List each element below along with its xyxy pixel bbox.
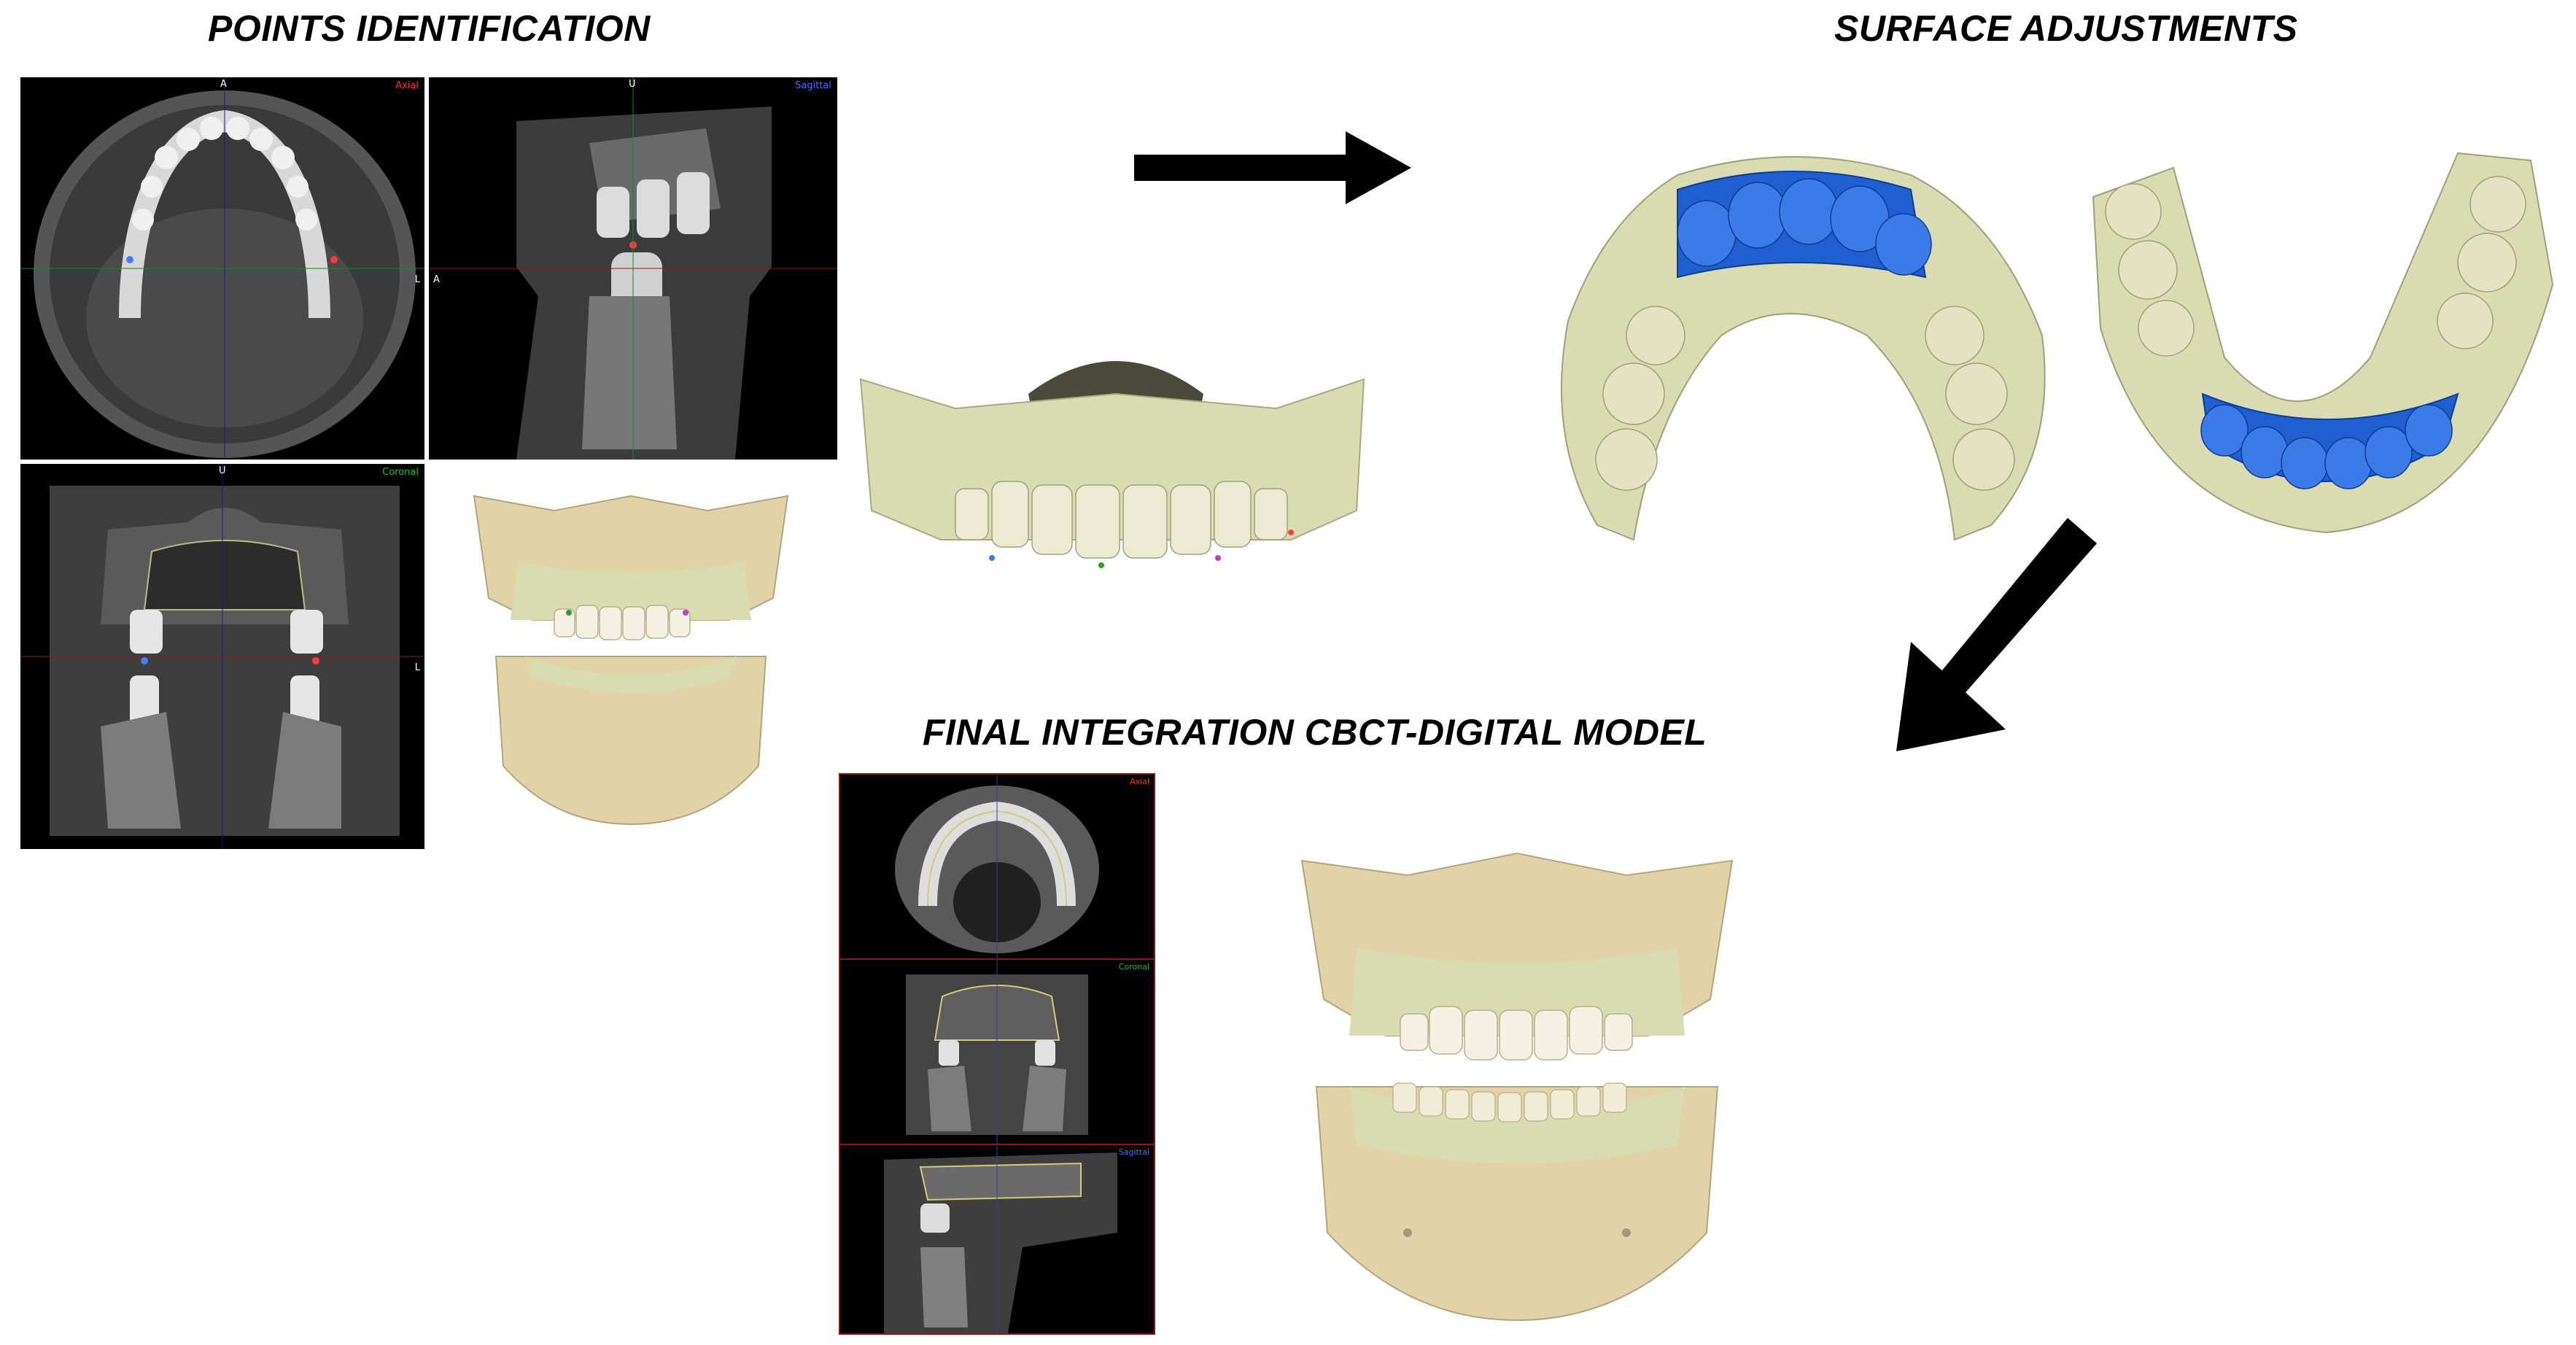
final-ct-sagittal-view[interactable]: Sagittal xyxy=(839,1144,1155,1335)
ct-axial-view[interactable]: Axial A L xyxy=(20,77,424,460)
ct-coronal-view[interactable]: Coronal U L xyxy=(20,464,424,849)
title-surface-adjustments: SURFACE ADJUSTMENTS xyxy=(1834,8,2298,49)
final-integrated-skull-render xyxy=(1300,852,1734,1322)
arrow-down-left-icon xyxy=(1896,518,2097,751)
axial-label: Axial xyxy=(395,80,419,91)
final-ct-axial-view[interactable]: Axial xyxy=(839,773,1155,960)
axial-marker-l: L xyxy=(414,274,420,285)
final-coronal-label: Coronal xyxy=(1118,962,1149,972)
final-ct-coronal-view[interactable]: Coronal xyxy=(839,958,1155,1145)
coronal-marker-u: U xyxy=(219,465,226,476)
final-axial-label: Axial xyxy=(1130,777,1149,786)
mandibular-arch-model xyxy=(2092,152,2554,534)
coronal-marker-l: L xyxy=(414,662,420,673)
maxillary-arch-model xyxy=(1561,156,2046,541)
title-final-integration: FINAL INTEGRATION CBCT-DIGITAL MODEL xyxy=(923,712,1707,753)
final-sagittal-label: Sagittal xyxy=(1118,1147,1149,1157)
sagittal-marker-a: A xyxy=(433,274,440,285)
skull-3d-render xyxy=(473,495,789,826)
title-points-identification: POINTS IDENTIFICATION xyxy=(208,8,651,49)
axial-marker-a: A xyxy=(220,79,227,90)
ct-sagittal-view[interactable]: Sagittal U A xyxy=(429,77,837,460)
sagittal-marker-u: U xyxy=(629,79,636,90)
arrow-right-icon xyxy=(1134,131,1411,204)
coronal-label: Coronal xyxy=(382,467,419,478)
digital-model-front-view xyxy=(859,361,1365,568)
sagittal-label: Sagittal xyxy=(795,80,831,91)
